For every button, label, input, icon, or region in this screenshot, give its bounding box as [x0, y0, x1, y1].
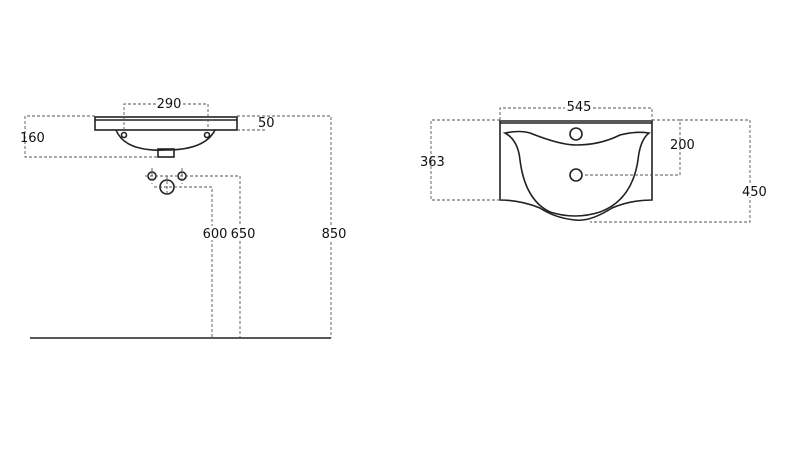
mount-hole: [120, 131, 128, 139]
drain-outlet: [157, 148, 175, 158]
dim-450: [590, 119, 751, 223]
dim-label-200: 200: [670, 138, 695, 153]
basin-outline: [499, 120, 653, 222]
dim-label-545: 545: [567, 100, 592, 115]
dim-850: [237, 115, 332, 338]
dim-label-363: 363: [420, 155, 445, 170]
faucet-hole: [569, 127, 583, 141]
dim-label-600: 600: [203, 227, 228, 242]
basin-bowl: [502, 130, 651, 217]
center-marks: [151, 168, 183, 196]
side-view: 290 160 50 600 650 850: [20, 96, 347, 339]
basin-bowl: [115, 129, 216, 151]
dim-label-450: 450: [742, 185, 767, 200]
dim-label-850: 850: [322, 227, 347, 242]
mount-hole: [203, 131, 211, 139]
dim-label-650: 650: [231, 227, 256, 242]
dim-160: [24, 115, 158, 158]
top-view: 545 363 200 450: [420, 99, 767, 223]
dim-650: [145, 175, 241, 338]
dim-label-290: 290: [157, 97, 182, 112]
dim-label-50: 50: [258, 116, 275, 131]
countertop: [94, 116, 238, 131]
dim-200: [582, 119, 681, 176]
dim-label-160: 160: [20, 131, 45, 146]
dim-600: [154, 186, 213, 338]
drain-hole: [569, 168, 583, 182]
